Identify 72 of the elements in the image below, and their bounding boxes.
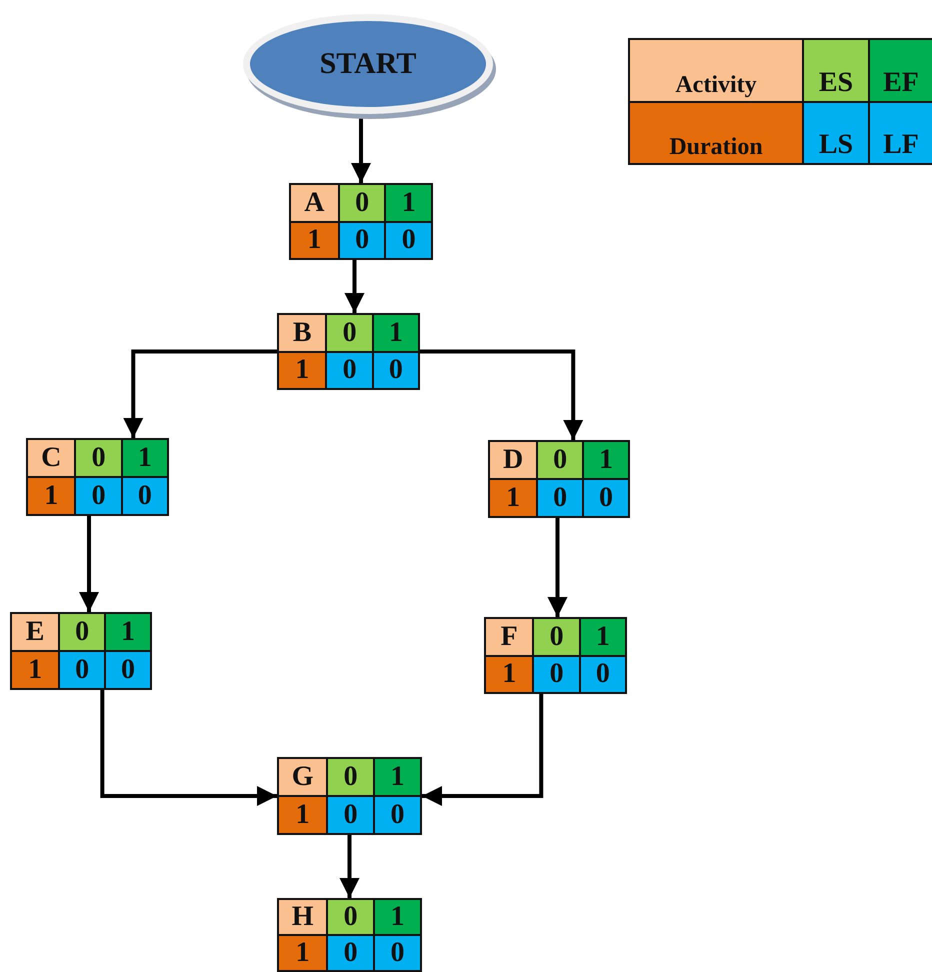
duration-cell: 1 <box>12 652 58 688</box>
activity-cell: H <box>279 900 326 934</box>
early-finish-cell: 1 <box>375 759 420 795</box>
late-start-cell: 0 <box>328 797 374 833</box>
early-finish-cell: 1 <box>580 619 625 654</box>
early-start-cell: 0 <box>538 442 582 478</box>
duration-cell: 1 <box>486 656 532 692</box>
early-start-cell: 0 <box>328 900 374 934</box>
activity-cell: B <box>279 315 326 350</box>
activity-cell: E <box>12 614 58 650</box>
duration-cell: 1 <box>279 352 326 388</box>
activity-node <box>277 898 422 972</box>
activity-node <box>26 438 169 516</box>
early-start-cell: 0 <box>328 759 374 795</box>
duration-cell: 1 <box>490 480 536 516</box>
activity-node <box>484 617 627 694</box>
key-table <box>628 38 932 165</box>
activity-cell: A <box>291 185 338 220</box>
early-finish-cell: 1 <box>386 185 431 220</box>
early-start-cell: 0 <box>60 614 104 650</box>
late-start-cell: 0 <box>328 936 374 970</box>
arrow <box>123 350 277 438</box>
early-start-cell: 0 <box>340 185 384 220</box>
arrow <box>420 350 584 440</box>
late-finish-cell: 0 <box>584 480 628 516</box>
arrow <box>548 518 568 617</box>
late-finish-cell: LF <box>870 102 932 163</box>
late-start-cell: LS <box>804 102 868 163</box>
late-finish-cell: 0 <box>122 478 167 514</box>
early-finish-cell: 1 <box>375 900 420 934</box>
activity-node <box>277 313 420 390</box>
activity-cell: D <box>490 442 536 478</box>
activity-cell: C <box>28 440 74 476</box>
activity-node <box>277 757 422 835</box>
late-start-cell: 0 <box>327 352 372 388</box>
late-finish-cell: 0 <box>375 797 420 833</box>
arrow <box>79 516 99 612</box>
activity-node <box>488 440 630 518</box>
duration-cell: 1 <box>28 478 74 514</box>
activity-cell: G <box>279 759 326 795</box>
arrow <box>422 694 544 806</box>
early-start-cell: ES <box>804 40 868 100</box>
arrow <box>344 260 364 313</box>
early-start-cell: 0 <box>327 315 372 350</box>
arrow <box>100 690 277 806</box>
duration-cell: 1 <box>279 936 326 970</box>
duration-cell: 1 <box>291 222 338 258</box>
late-start-cell: 0 <box>340 222 384 258</box>
activity-node <box>289 183 433 260</box>
late-start-cell: 0 <box>538 480 582 516</box>
start-label: START <box>320 47 416 81</box>
late-start-cell: 0 <box>76 478 121 514</box>
late-finish-cell: 0 <box>375 936 420 970</box>
arrow <box>340 835 360 898</box>
early-finish-cell: EF <box>870 40 932 100</box>
duration-cell: 1 <box>279 797 326 833</box>
early-finish-cell: 1 <box>106 614 150 650</box>
activity-cell: F <box>486 619 532 654</box>
activity-cell: Activity <box>630 40 802 100</box>
late-start-cell: 0 <box>534 656 579 692</box>
early-finish-cell: 1 <box>374 315 418 350</box>
late-finish-cell: 0 <box>386 222 431 258</box>
late-start-cell: 0 <box>60 652 104 688</box>
activity-node <box>10 612 152 690</box>
duration-cell: Duration <box>630 102 802 163</box>
early-start-cell: 0 <box>76 440 121 476</box>
late-finish-cell: 0 <box>580 656 625 692</box>
early-finish-cell: 1 <box>584 442 628 478</box>
late-finish-cell: 0 <box>374 352 418 388</box>
late-finish-cell: 0 <box>106 652 150 688</box>
early-finish-cell: 1 <box>122 440 167 476</box>
early-start-cell: 0 <box>534 619 579 654</box>
